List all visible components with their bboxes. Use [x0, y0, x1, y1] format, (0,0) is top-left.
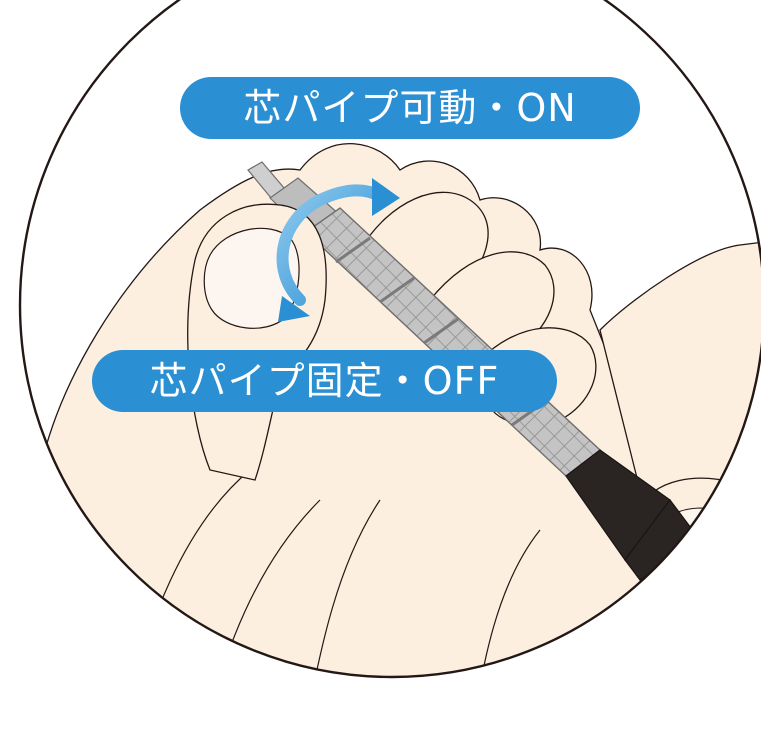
arrow-head-top [372, 178, 400, 216]
label-on-badge: 芯パイプ可動・ON [180, 77, 640, 139]
arrow-head-bottom [278, 296, 310, 322]
circle-frame [18, 0, 761, 679]
label-on-text: 芯パイプ可動・ON [243, 86, 577, 130]
pencil-grip-rings [335, 236, 547, 427]
finger-lines [119, 469, 611, 677]
label-off-text: 芯パイプ固定・OFF [149, 359, 500, 403]
label-off-badge: 芯パイプ固定・OFF [92, 350, 557, 412]
rotation-arrow-icon [276, 178, 400, 322]
